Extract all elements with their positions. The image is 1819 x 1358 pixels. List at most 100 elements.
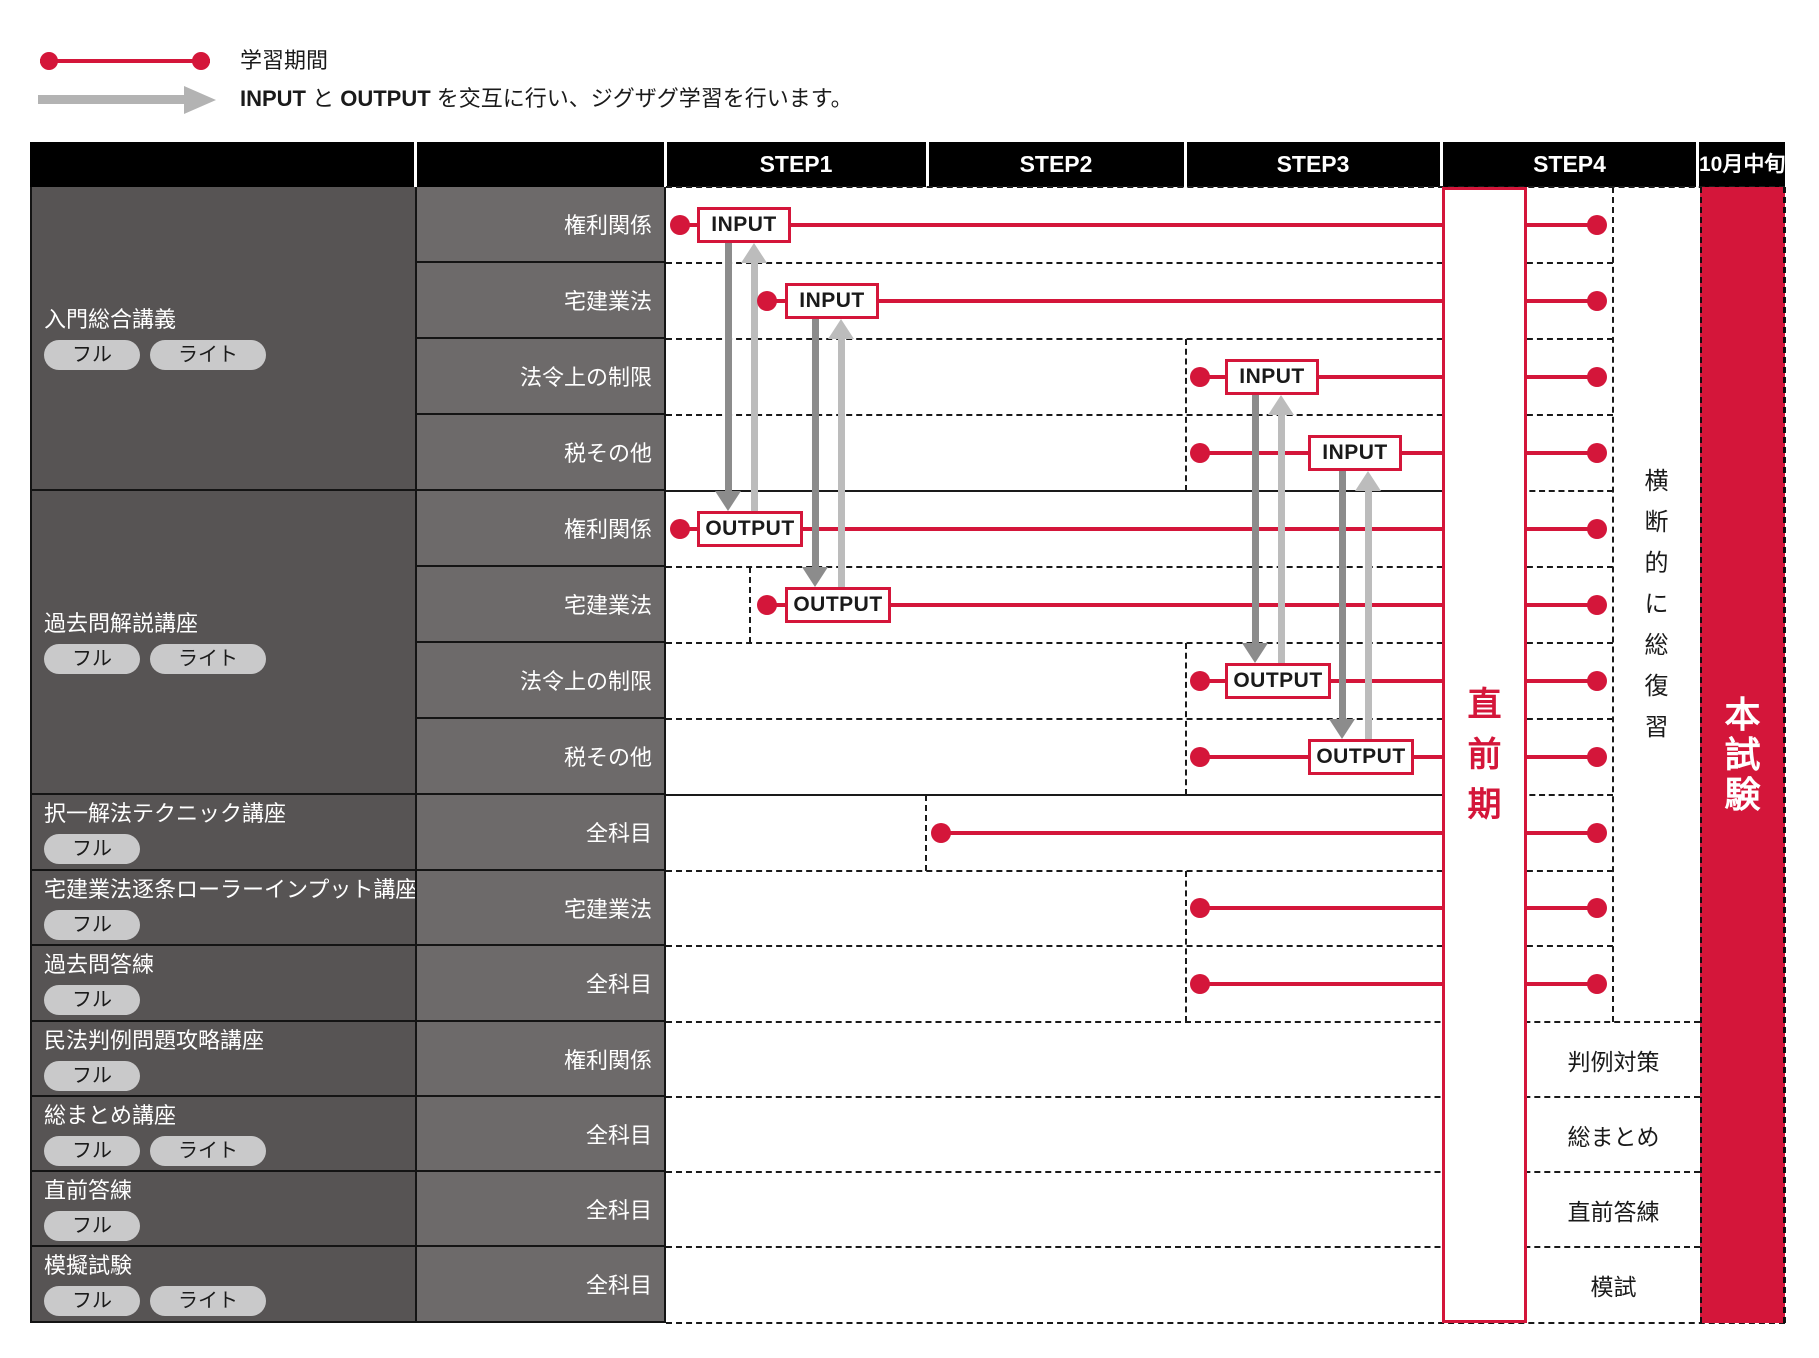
subject-cell: 権利関係 <box>415 187 666 263</box>
vertical-char: 横 <box>1644 467 1669 495</box>
row-separator-dashed <box>666 414 1613 416</box>
step4-review-line <box>1527 679 1597 683</box>
legend-mid-word: と <box>306 86 341 111</box>
step4-review-dot <box>1587 671 1607 691</box>
study-period-line <box>1200 982 1442 986</box>
study-period-start-dot <box>1190 443 1210 463</box>
course-badges: フル <box>44 1060 140 1091</box>
study-period-start-dot <box>1190 974 1210 994</box>
step-boundary-dashed <box>749 567 751 643</box>
step4-review-dot <box>1587 291 1607 311</box>
header-divider <box>1184 142 1187 187</box>
row-separator-dashed <box>1442 490 1613 492</box>
subject-cell: 宅建業法 <box>415 567 666 643</box>
zigzag-down-arrow-shaft <box>811 319 819 567</box>
step4-label-moshi: 模試 <box>1590 1274 1637 1300</box>
course-title: 過去問解説講座 <box>44 611 199 636</box>
course-title: 総まとめ講座 <box>44 1102 177 1128</box>
study-period-start-dot <box>1190 898 1210 918</box>
step4-label-somatome: 総まとめ <box>1567 1123 1660 1150</box>
vertical-char: 総 <box>1644 631 1669 659</box>
zigzag-up-arrow-shaft <box>1277 415 1285 663</box>
zigzag-up-arrow-shaft <box>837 339 845 587</box>
header-divider <box>1696 142 1699 187</box>
course-title: 直前答練 <box>44 1177 133 1203</box>
zigzag-down-arrowhead <box>1329 719 1355 739</box>
zigzag-down-arrowhead <box>715 491 741 511</box>
step4-review-dot <box>1587 519 1607 539</box>
step-boundary-dashed <box>1185 643 1187 795</box>
subject-cell: 全科目 <box>415 946 666 1022</box>
zigzag-down-arrowhead <box>1242 643 1268 663</box>
step4-review-dot <box>1587 823 1607 843</box>
header-divider <box>926 142 929 187</box>
vertical-char: 前 <box>1467 736 1502 774</box>
row-separator-dashed <box>666 642 1613 644</box>
course-group: 模擬試験フルライト <box>30 1247 415 1323</box>
step4-review-line <box>1527 451 1597 455</box>
vertical-char: 験 <box>1724 774 1761 815</box>
input-box: INPUT <box>1225 359 1319 395</box>
output-box: OUTPUT <box>1225 663 1331 699</box>
row-separator-dashed <box>666 718 1613 720</box>
vertical-char: 本 <box>1724 694 1761 735</box>
zigzag-up-arrowhead <box>1268 395 1294 415</box>
step4-review-line <box>1527 982 1597 986</box>
row-separator-dashed <box>666 870 1613 872</box>
row-separator-dashed <box>666 186 1785 188</box>
zigzag-up-arrowhead <box>1355 471 1381 491</box>
subject-cell: 全科目 <box>415 795 666 871</box>
output-box: OUTPUT <box>697 511 803 547</box>
row-separator-dashed <box>666 338 1613 340</box>
step-boundary-dashed <box>925 795 927 871</box>
step-boundary-dashed <box>1185 871 1187 1022</box>
subject-cell: 全科目 <box>415 1247 666 1323</box>
study-period-start-dot <box>757 595 777 615</box>
zigzag-up-arrowhead <box>741 243 767 263</box>
course-title: 模擬試験 <box>44 1253 133 1278</box>
course-group: 宅建業法逐条ローラーインプット講座フル <box>30 871 417 946</box>
study-period-line <box>941 831 1442 835</box>
zigzag-down-arrow-shaft <box>724 243 732 491</box>
row-separator-dashed <box>666 1096 1700 1098</box>
step4-review-dot <box>1587 443 1607 463</box>
legend-rest-words: を交互に行い、ジグザグ学習を行います。 <box>430 86 853 111</box>
subject-cell: 全科目 <box>415 1097 666 1172</box>
vertical-char: 直 <box>1467 686 1502 724</box>
subject-cell: 権利関係 <box>415 1022 666 1097</box>
course-title: 民法判例問題攻略講座 <box>44 1027 265 1053</box>
header-step2: STEP2 <box>1019 151 1093 177</box>
plan-badge: フル <box>44 1135 140 1166</box>
course-badges: フルライト <box>44 1286 266 1316</box>
study-period-start-dot <box>757 291 777 311</box>
step4-review-line <box>1527 831 1597 835</box>
cross-review-column: 横断的に総復習 <box>1613 187 1700 1022</box>
plan-badge: フル <box>44 909 140 940</box>
subject-cell: 税その他 <box>415 415 666 491</box>
course-badges: フル <box>44 834 140 864</box>
table-header <box>30 142 1785 187</box>
input-box: INPUT <box>1308 435 1402 471</box>
subject-cell: 税その他 <box>415 719 666 795</box>
subject-cell: 法令上の制限 <box>415 643 666 719</box>
plan-badge: フル <box>44 340 140 370</box>
study-period-line <box>680 223 1442 227</box>
plan-badge: フル <box>44 1286 140 1316</box>
study-period-start-dot <box>670 215 690 235</box>
step4-review-dot <box>1587 595 1607 615</box>
course-badges: フル <box>44 909 140 940</box>
zigzag-down-arrowhead <box>802 567 828 587</box>
group-separator-solid <box>666 794 1442 796</box>
zigzag-down-arrow-shaft <box>1338 471 1346 719</box>
legend-zigzag-label: INPUT と OUTPUT を交互に行い、ジグザグ学習を行います。 <box>240 86 853 112</box>
plan-badge: ライト <box>150 1286 266 1316</box>
subject-cell: 宅建業法 <box>415 871 666 946</box>
output-box: OUTPUT <box>785 587 891 623</box>
vertical-char: 期 <box>1467 786 1502 824</box>
exam-column: 本試験 <box>1700 187 1785 1323</box>
step4-review-line <box>1527 906 1597 910</box>
row-separator-dashed <box>1442 794 1613 796</box>
course-group: 入門総合講義フルライト <box>30 187 415 491</box>
